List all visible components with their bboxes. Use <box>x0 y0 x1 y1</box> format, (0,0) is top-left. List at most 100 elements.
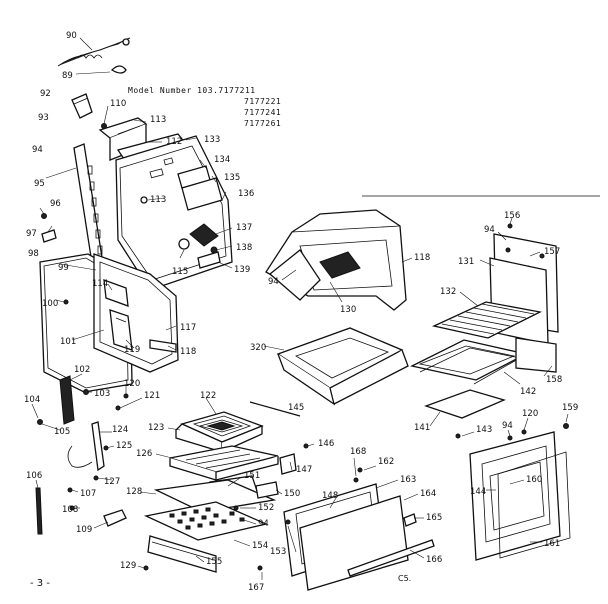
callout-label: 122 <box>200 391 216 401</box>
callout-label: 110 <box>110 99 126 109</box>
callout-label: 101 <box>60 337 76 347</box>
callout-label: 94 <box>258 519 269 529</box>
callout-label: 139 <box>234 265 250 275</box>
part-168-screw[interactable] <box>353 477 359 483</box>
callout-label: 144 <box>470 487 486 497</box>
part-150-bracket[interactable] <box>255 481 279 499</box>
part-106-thermocouple[interactable] <box>35 487 43 535</box>
part-153-screw[interactable] <box>285 519 291 525</box>
part-115-knob[interactable] <box>178 238 190 250</box>
part-127-screw[interactable] <box>93 475 99 481</box>
callout-label: 98 <box>28 249 39 259</box>
part-147-bracket[interactable] <box>279 453 297 475</box>
callout-label: 124 <box>112 425 128 435</box>
part-141-oven-bottom[interactable] <box>424 389 506 419</box>
part-159-screw[interactable] <box>563 423 569 429</box>
part-89-cord-clamp[interactable] <box>110 65 127 74</box>
part-124-burner-tube[interactable] <box>67 421 105 472</box>
part-164-drawer-panel[interactable] <box>299 495 409 591</box>
part-320-broiler-pan[interactable] <box>276 327 409 406</box>
callout-label: 134 <box>214 155 230 165</box>
callout-label: 138 <box>236 243 252 253</box>
callout-label: 166 <box>426 555 442 565</box>
callout-label: 117 <box>180 323 196 333</box>
part-120-screw-door[interactable] <box>521 429 527 435</box>
part-128-bottom-plate[interactable] <box>153 479 277 513</box>
part-118-broiler-hood[interactable] <box>265 209 407 311</box>
part-113-screw[interactable] <box>140 196 148 204</box>
part-154-perforated-plate[interactable] <box>143 501 269 541</box>
part-145-rod[interactable] <box>249 401 301 417</box>
callout-label: 165 <box>426 513 442 523</box>
callout-label: 120 <box>124 379 140 389</box>
callout-label: 130 <box>340 305 356 315</box>
part-139-bracket[interactable] <box>197 251 221 269</box>
part-105-screw[interactable] <box>37 419 43 425</box>
callout-label: 148 <box>322 491 338 501</box>
callout-label: 100 <box>42 299 58 309</box>
callout-label: 89 <box>62 71 73 81</box>
callout-label: 154 <box>252 541 268 551</box>
callout-label: 115 <box>172 267 188 277</box>
part-109-bracket[interactable] <box>103 509 127 527</box>
diagram-code: C5. <box>398 574 412 583</box>
part-97-clip[interactable] <box>41 229 57 243</box>
part-126-bake-burner[interactable] <box>169 445 279 481</box>
callout-label: 168 <box>350 447 366 457</box>
part-158-oven-side[interactable] <box>515 337 557 373</box>
model-number-line2: 7177221 <box>244 97 282 106</box>
callout-label: 123 <box>148 423 164 433</box>
part-142-oven-rack-lower[interactable] <box>410 339 528 385</box>
part-161-oven-door-frame[interactable] <box>469 431 561 561</box>
callout-label: 145 <box>288 403 304 413</box>
callout-label: 114 <box>92 279 108 289</box>
callout-label: 150 <box>284 489 300 499</box>
callout-label: 107 <box>80 489 96 499</box>
part-132-oven-rack[interactable] <box>431 301 543 339</box>
callout-label: 136 <box>238 189 254 199</box>
callout-label: 105 <box>54 427 70 437</box>
part-118-mounting-strip[interactable] <box>149 339 177 353</box>
callout-label: 156 <box>504 211 520 221</box>
callout-label: 158 <box>546 375 562 385</box>
part-166-drawer-rail[interactable] <box>347 539 435 577</box>
part-160-door-gasket[interactable] <box>497 451 571 559</box>
callout-label: 132 <box>440 287 456 297</box>
part-120-screw[interactable] <box>123 393 129 399</box>
part-100-screw[interactable] <box>63 299 69 305</box>
part-96-screw[interactable] <box>41 213 47 219</box>
callout-label: 103 <box>94 389 110 399</box>
callout-label: 151 <box>244 471 260 481</box>
model-number-line1: Model Number 103.7177211 <box>128 86 256 95</box>
part-102-hinge[interactable] <box>59 375 75 425</box>
callout-label: 153 <box>270 547 286 557</box>
callout-label: 99 <box>58 263 69 273</box>
callout-label: 147 <box>296 465 312 475</box>
part-103-screw[interactable] <box>83 389 89 395</box>
part-94-screw-door[interactable] <box>507 435 513 441</box>
callout-label: 94 <box>502 421 513 431</box>
part-146-screw[interactable] <box>303 443 309 449</box>
callout-label: 108 <box>62 505 78 515</box>
model-number-line4: 7177261 <box>244 119 282 128</box>
part-156-screw[interactable] <box>507 223 513 229</box>
part-155-kick-panel[interactable] <box>147 535 217 573</box>
callout-label: 126 <box>136 449 152 459</box>
part-90-power-cord[interactable] <box>57 37 131 67</box>
part-167-screw[interactable] <box>257 565 263 571</box>
part-143-screw[interactable] <box>455 433 461 439</box>
part-165-clip[interactable] <box>403 513 417 527</box>
part-162-screw[interactable] <box>357 467 363 473</box>
callout-label: 137 <box>236 223 252 233</box>
part-119-hinge-plate[interactable] <box>109 309 133 351</box>
part-121-screw[interactable] <box>115 405 121 411</box>
part-107-screw[interactable] <box>67 487 73 493</box>
part-92-bracket[interactable] <box>71 93 93 119</box>
part-152-screw[interactable] <box>233 505 239 511</box>
part-137-igniter[interactable] <box>189 223 219 247</box>
callout-label: 93 <box>38 113 49 123</box>
part-129-screw[interactable] <box>143 565 149 571</box>
callout-label: 146 <box>318 439 334 449</box>
callout-label: 97 <box>26 229 37 239</box>
callout-label: 135 <box>224 173 240 183</box>
